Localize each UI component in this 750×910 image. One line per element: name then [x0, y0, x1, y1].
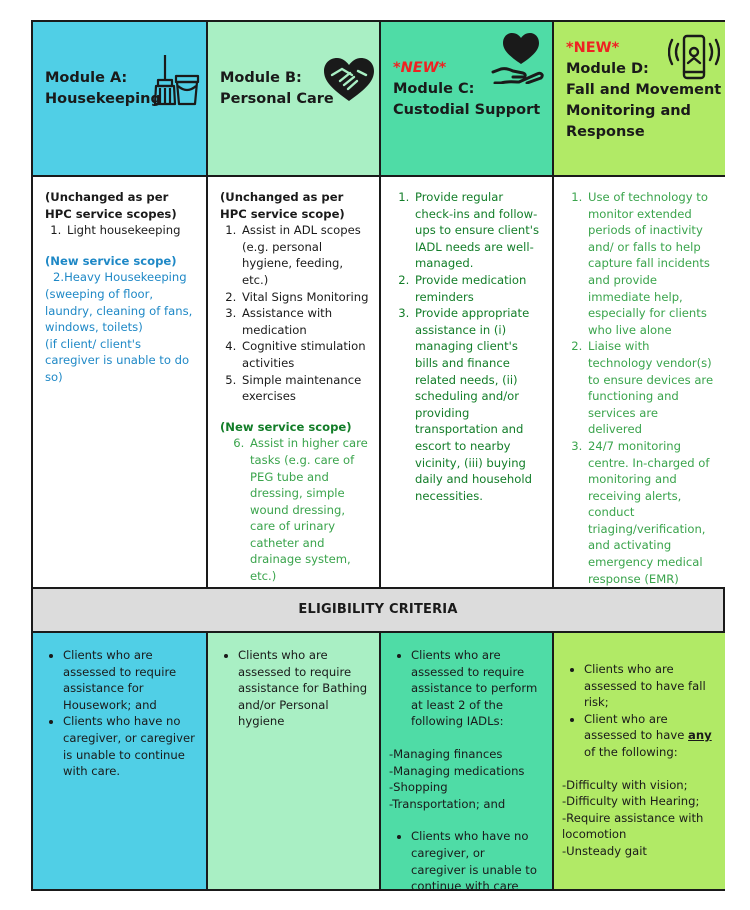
service-modules-table: Module A: Housekeeping Module B: Persona… [31, 20, 725, 891]
handshake-heart-icon [324, 58, 374, 101]
module-c-scope: Provide regular check-ins and follow-ups… [379, 177, 552, 587]
list-item: Clients who are assessed to require assi… [411, 647, 542, 730]
emphasis-any: any [688, 728, 712, 743]
module-d-eligibility: Clients who are assessed to have fall ri… [552, 633, 725, 889]
list-item: Simple maintenance exercises [240, 372, 369, 405]
eligibility-list: Clients who are assessed to require assi… [216, 647, 369, 730]
module-d-title-line1: Fall and Movement [566, 82, 722, 98]
iadl-item: -Shopping [389, 780, 448, 795]
module-b-scope: (Unchanged as per HPC service scope) Ass… [206, 177, 379, 587]
condition-item: -Require assistance with locomotion [562, 810, 704, 842]
module-c-label: Module C: [393, 81, 475, 97]
new-scope-label: (New service scope) [220, 419, 352, 434]
condition-item: -Difficulty with Hearing; [562, 794, 700, 809]
module-c-header: *NEW* Module C: Custodial Support [379, 22, 552, 177]
hand-holding-heart-icon [491, 33, 544, 84]
list-item: Assistance with medication [240, 305, 369, 338]
list-item: Clients who have no caregiver, or caregi… [411, 828, 542, 889]
list-item: Clients who are assessed to have fall ri… [584, 661, 715, 711]
list-item: Clients who have no caregiver, or caregi… [63, 713, 196, 779]
module-a-header: Module A: Housekeeping [33, 22, 206, 177]
module-b-title: Personal Care [220, 91, 334, 107]
list-item: Use of technology to monitor extended pe… [586, 189, 715, 338]
list-item: Liaise with technology vendor(s) to ensu… [586, 338, 715, 438]
list-item: Provide appropriate assistance in (i) ma… [413, 305, 542, 504]
list-item: Heavy Housekeeping (sweeping of floor, l… [45, 270, 193, 335]
module-d-scope-list: Use of technology to monitor extended pe… [566, 189, 715, 587]
module-d-title-line3: Response [566, 124, 645, 140]
module-d-header: *NEW* Module D: Fall and Movement Monito… [552, 22, 725, 177]
unchanged-note: (Unchanged as per HPC service scope) [220, 190, 345, 221]
list-item: Clients who are assessed to require assi… [63, 647, 196, 713]
module-d-label: Module D: [566, 61, 649, 77]
broom-and-bucket-icon [153, 55, 200, 106]
iadl-item: -Managing finances [389, 746, 503, 761]
new-scope-label: (New service scope) [45, 253, 177, 268]
module-c-eligibility: Clients who are assessed to require assi… [379, 633, 552, 889]
phone-alert-icon [668, 34, 720, 80]
new-tag: *NEW* [393, 60, 447, 76]
eligibility-list: Clients who have no caregiver, or caregi… [389, 828, 542, 889]
module-b-new-scope-list: Assist in higher care tasks (e.g. care o… [220, 435, 369, 584]
list-item: Vital Signs Monitoring [240, 289, 369, 306]
module-a-eligibility: Clients who are assessed to require assi… [33, 633, 206, 889]
list-item: Provide regular check-ins and follow-ups… [413, 189, 542, 272]
eligibility-list: Clients who are assessed to require assi… [41, 647, 196, 780]
module-b-header: Module B: Personal Care [206, 22, 379, 177]
eligibility-criteria-banner: ELIGIBILITY CRITERIA [33, 587, 723, 633]
module-a-title: Housekeeping [45, 91, 161, 107]
module-d-title-line2: Monitoring and [566, 103, 691, 119]
eligibility-list: Clients who are assessed to have fall ri… [562, 661, 715, 761]
iadl-item: -Transportation; and [389, 796, 506, 811]
list-item: Assist in higher care tasks (e.g. care o… [248, 435, 369, 584]
new-tag: *NEW* [566, 40, 620, 56]
module-d-scope: Use of technology to monitor extended pe… [552, 177, 725, 587]
module-b-label: Module B: [220, 70, 302, 86]
module-c-scope-list: Provide regular check-ins and follow-ups… [393, 189, 542, 504]
unchanged-note: (Unchanged as per HPC service scopes) [45, 190, 177, 221]
list-number: 2. [53, 270, 65, 285]
eligibility-list: Clients who are assessed to require assi… [389, 647, 542, 730]
condition-item: -Difficulty with vision; [562, 777, 688, 792]
list-item: Clients who are assessed to require assi… [238, 647, 369, 730]
module-a-label: Module A: [45, 70, 128, 86]
module-c-title: Custodial Support [393, 102, 541, 118]
list-item: 24/7 monitoring centre. In-charged of mo… [586, 438, 715, 587]
module-a-scope: (Unchanged as per HPC service scopes) Li… [33, 177, 206, 587]
list-item: Light housekeeping [65, 222, 196, 239]
list-item: Cognitive stimulation activities [240, 338, 369, 371]
list-item: Client who are assessed to have any of t… [584, 711, 715, 761]
module-a-scope-list: Light housekeeping [45, 222, 196, 239]
list-item: Provide medication reminders [413, 272, 542, 305]
module-b-scope-list: Assist in ADL scopes (e.g. personal hygi… [220, 222, 369, 405]
condition-item: -Unsteady gait [562, 843, 647, 858]
new-scope-note: (if client/ client's caregiver is unable… [45, 336, 190, 384]
module-b-eligibility: Clients who are assessed to require assi… [206, 633, 379, 889]
list-item: Assist in ADL scopes (e.g. personal hygi… [240, 222, 369, 288]
iadl-item: -Managing medications [389, 763, 525, 778]
